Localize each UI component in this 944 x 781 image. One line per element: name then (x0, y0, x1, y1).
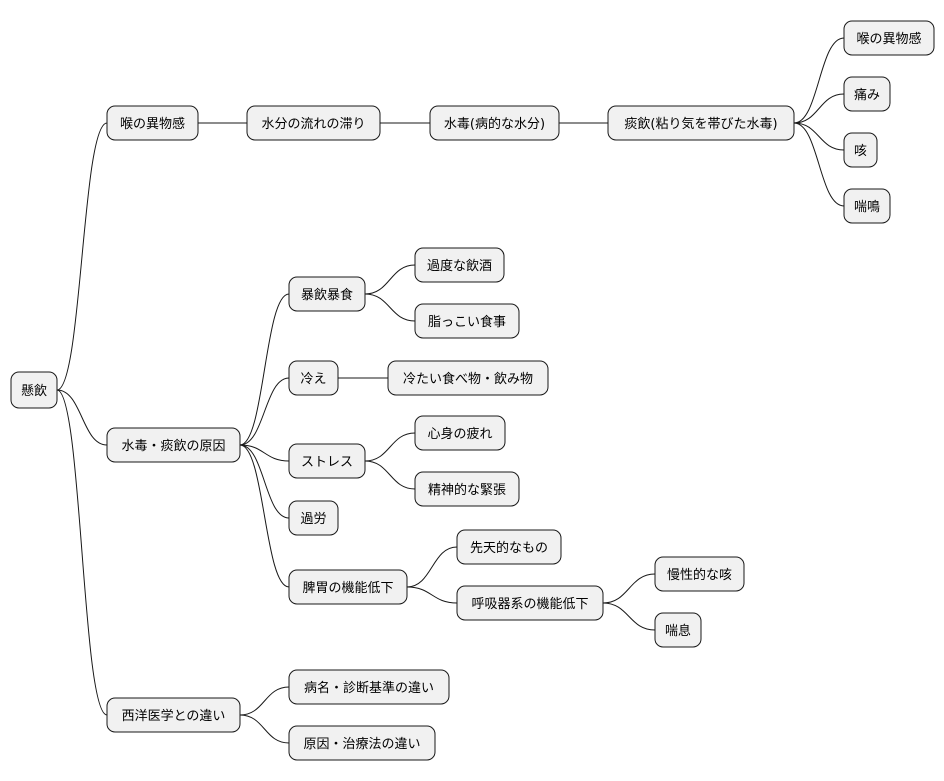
edge-causes-to-overwork (239, 444, 290, 519)
svg-text:喉の異物感: 喉の異物感 (856, 31, 921, 47)
node-stress: ストレス (288, 443, 366, 479)
node-throat: 喉の異物感 (106, 105, 199, 141)
svg-text:喘鳴: 喘鳴 (854, 199, 880, 215)
svg-text:水分の流れの滞り: 水分の流れの滞り (261, 117, 365, 132)
node-causes: 水毒・痰飲の原因 (106, 427, 241, 463)
svg-text:喘息: 喘息 (665, 623, 691, 639)
edge-tanin-to-pain (793, 93, 845, 124)
svg-text:先天的なもの: 先天的なもの (470, 540, 548, 556)
edge-tanin-to-wheeze (793, 122, 845, 207)
edge-causes-to-stress (239, 444, 290, 462)
edge-digestive-to-respiratory (406, 586, 458, 604)
node-pain: 痛み (843, 76, 891, 112)
node-tanin: 痰飲(粘り気を帯びた水毒) (607, 105, 795, 141)
svg-text:暴飲暴食: 暴飲暴食 (301, 287, 353, 303)
node-throat-symptom: 喉の異物感 (843, 20, 935, 56)
node-wheeze: 喘鳴 (843, 188, 891, 224)
edge-causes-to-digestive (239, 444, 290, 588)
svg-text:冷たい食べ物・飲み物: 冷たい食べ物・飲み物 (403, 371, 533, 387)
node-diagnosis: 病名・診断基準の違い (288, 669, 450, 705)
svg-text:病名・診断基準の違い: 病名・診断基準の違い (304, 680, 434, 696)
edge-stress-to-fatigue (364, 432, 416, 462)
edge-tanin-to-cough (793, 122, 845, 151)
node-digestive: 脾胃の機能低下 (288, 569, 408, 605)
node-water-flow: 水分の流れの滞り (246, 105, 381, 141)
svg-text:過度な飲酒: 過度な飲酒 (427, 258, 492, 274)
svg-text:西洋医学との違い: 西洋医学との違い (122, 708, 226, 724)
edge-root-to-western (56, 389, 108, 716)
svg-text:水毒(病的な水分): 水毒(病的な水分) (444, 116, 545, 132)
svg-text:慢性的な咳: 慢性的な咳 (667, 567, 732, 583)
svg-text:喉の異物感: 喉の異物感 (120, 116, 185, 132)
node-fatty: 脂っこい食事 (414, 303, 520, 339)
node-root: 懸飲 (10, 371, 58, 409)
svg-text:呼吸器系の機能低下: 呼吸器系の機能低下 (471, 597, 588, 612)
edge-overeating-to-alcohol (364, 264, 416, 295)
node-overeating: 暴飲暴食 (288, 276, 366, 312)
edges (56, 37, 845, 744)
node-western: 西洋医学との違い (106, 697, 241, 733)
node-suidoku: 水毒(病的な水分) (429, 105, 560, 141)
node-fatigue: 心身の疲れ (414, 415, 506, 451)
svg-text:痰飲(粘り気を帯びた水毒): 痰飲(粘り気を帯びた水毒) (624, 116, 777, 132)
svg-text:水毒・痰飲の原因: 水毒・痰飲の原因 (121, 438, 225, 454)
node-cold-food: 冷たい食べ物・飲み物 (387, 360, 549, 396)
svg-text:冷え: 冷え (300, 372, 326, 387)
edge-tanin-to-throat2 (793, 37, 845, 124)
node-congenital: 先天的なもの (456, 529, 562, 565)
node-chronic-cough: 慢性的な咳 (654, 556, 745, 592)
node-cough: 咳 (843, 132, 878, 168)
svg-text:ストレス: ストレス (301, 455, 353, 470)
edge-overeating-to-fatty (364, 293, 416, 322)
node-respiratory: 呼吸器系の機能低下 (456, 585, 604, 621)
node-asthma: 喘息 (654, 612, 702, 648)
svg-text:咳: 咳 (854, 144, 867, 159)
node-treatment: 原因・治療法の違い (288, 725, 436, 761)
edge-western-to-diagnosis (239, 686, 290, 716)
edge-respiratory-to-chronic-cough (602, 573, 656, 604)
edge-causes-to-overeating (239, 293, 290, 446)
svg-text:懸飲: 懸飲 (21, 383, 47, 399)
edge-root-to-throat (56, 122, 108, 391)
edge-root-to-causes (56, 389, 108, 446)
edge-causes-to-cold (239, 377, 290, 446)
svg-text:痛み: 痛み (854, 87, 880, 103)
node-alcohol: 過度な飲酒 (414, 247, 505, 283)
node-cold: 冷え (288, 360, 339, 396)
svg-text:脂っこい食事: 脂っこい食事 (428, 314, 506, 330)
svg-text:心身の疲れ: 心身の疲れ (427, 426, 492, 442)
edge-digestive-to-congenital (406, 546, 458, 588)
node-overwork: 過労 (288, 500, 339, 536)
edge-respiratory-to-asthma (602, 602, 656, 631)
svg-text:脾胃の機能低下: 脾胃の機能低下 (302, 581, 393, 596)
svg-text:原因・治療法の違い: 原因・治療法の違い (303, 737, 420, 752)
edge-stress-to-tension (364, 460, 416, 490)
node-tension: 精神的な緊張 (414, 471, 520, 507)
svg-text:精神的な緊張: 精神的な緊張 (428, 482, 506, 498)
svg-text:過労: 過労 (300, 512, 326, 527)
edge-western-to-treatment (239, 714, 290, 744)
